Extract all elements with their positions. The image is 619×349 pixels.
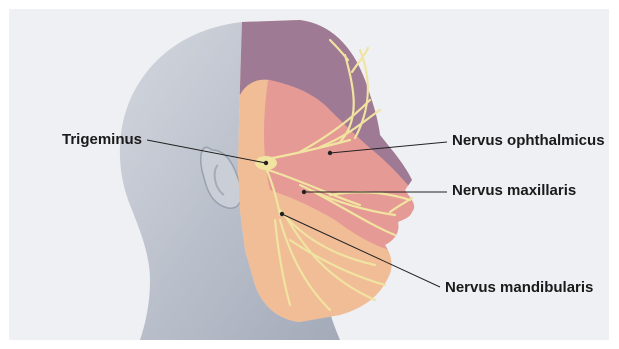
face-regions [225,10,430,335]
label-nervus-mandibularis: Nervus mandibularis [445,279,593,297]
label-nervus-maxillaris: Nervus maxillaris [452,182,576,200]
label-trigeminus: Trigeminus [62,131,142,149]
label-nervus-ophthalmicus: Nervus ophthalmicus [452,132,605,150]
